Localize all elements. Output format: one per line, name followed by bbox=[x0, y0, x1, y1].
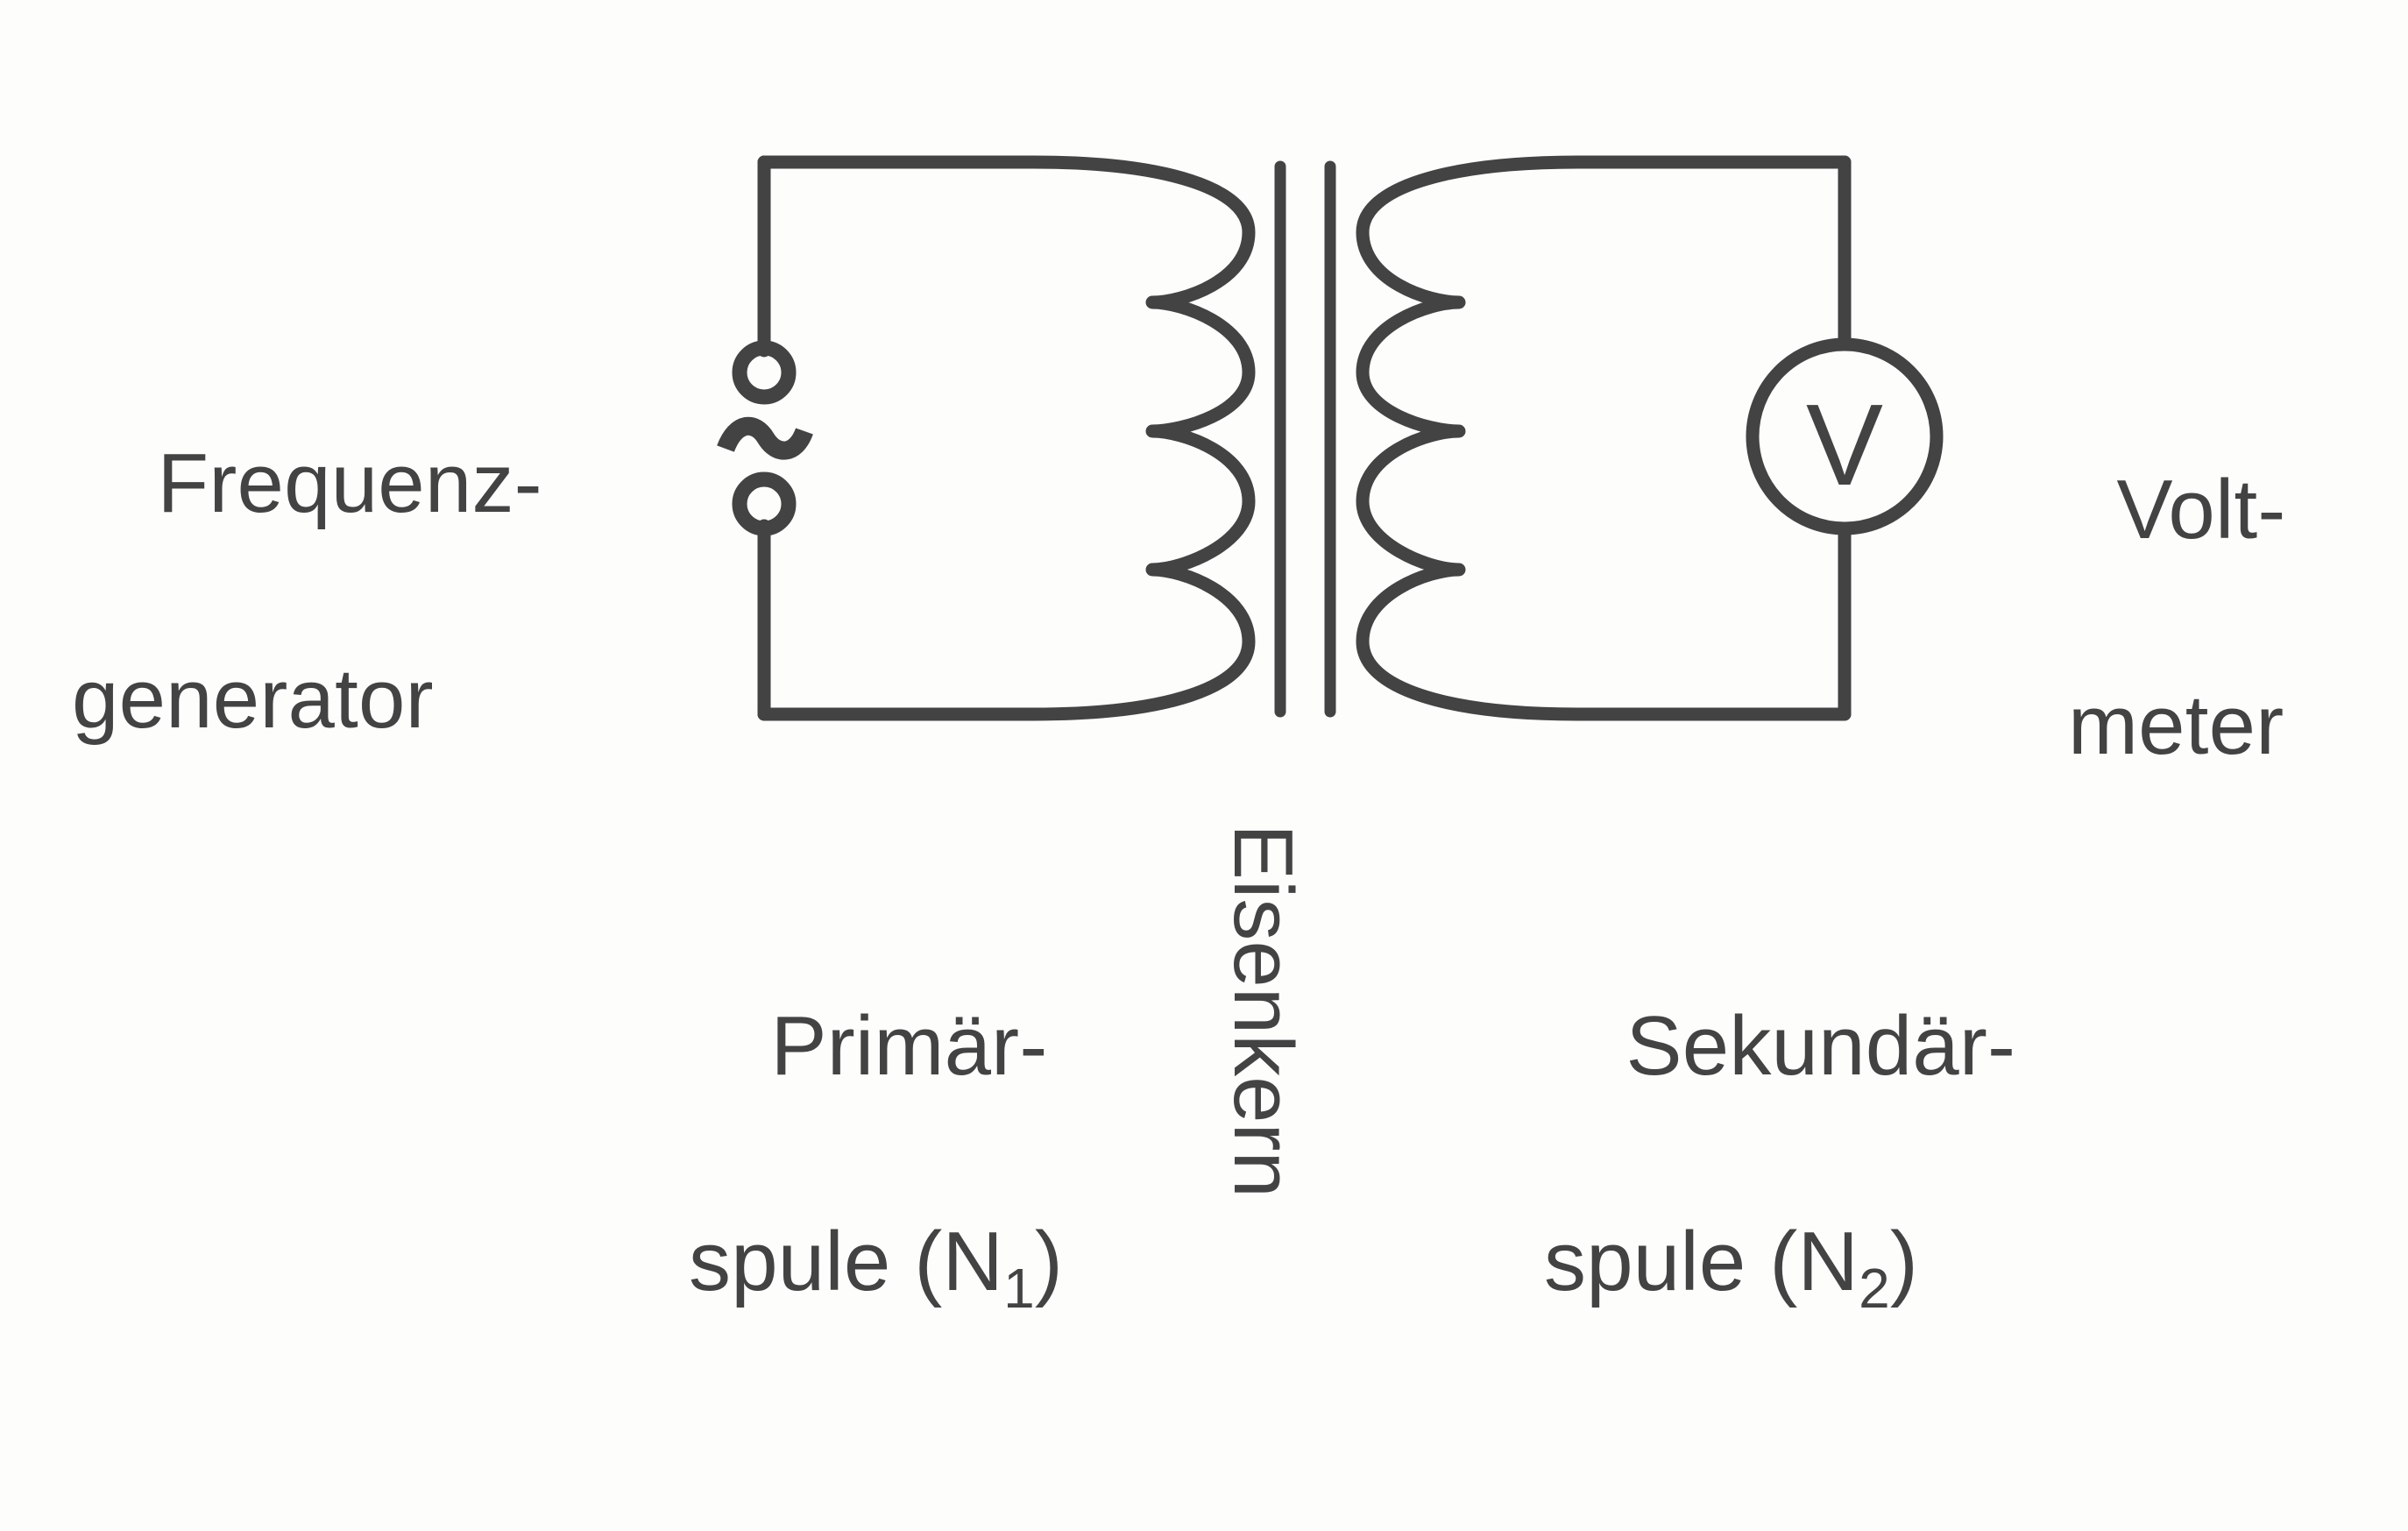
label-primary-coil: Primär- spule (N1) bbox=[676, 885, 1063, 1531]
secondary-coil bbox=[1356, 155, 1584, 721]
label-secondary-coil-line1: Sekundär- bbox=[1625, 998, 2016, 1093]
label-secondary-coil-line2-prefix: spule (N bbox=[1544, 1214, 1859, 1308]
transformer-circuit-svg: V bbox=[717, 155, 1944, 721]
label-secondary-coil-line2-suffix: ) bbox=[1889, 1214, 1919, 1308]
diagram-canvas: V Frequenz- generator Volt- meter Primär… bbox=[63, 155, 2286, 1316]
primary-coil bbox=[1027, 155, 1256, 721]
label-primary-coil-subscript: 1 bbox=[1003, 1256, 1035, 1320]
label-primary-coil-line1: Primär- bbox=[770, 998, 1048, 1093]
label-secondary-coil-line2: spule (N2) bbox=[1532, 1208, 2015, 1316]
voltmeter-circle bbox=[1746, 337, 1944, 535]
label-secondary-coil-subscript: 2 bbox=[1859, 1256, 1890, 1320]
label-primary-coil-line2: spule (N1) bbox=[676, 1208, 1063, 1316]
ac-source-tilde-icon bbox=[717, 416, 813, 460]
voltmeter-letter: V bbox=[1806, 380, 1883, 509]
label-frequency-generator-line2: generator bbox=[72, 651, 434, 746]
label-secondary-coil: Sekundär- spule (N2) bbox=[1532, 885, 2015, 1531]
label-voltmeter-line2: meter bbox=[2068, 677, 2284, 772]
label-voltmeter-line1: Volt- bbox=[2116, 462, 2286, 556]
label-frequency-generator-line1: Frequenz- bbox=[157, 436, 542, 530]
label-primary-coil-line2-prefix: spule (N bbox=[689, 1214, 1004, 1308]
label-frequency-generator: Frequenz- generator bbox=[63, 323, 542, 968]
label-iron-core-text: Eisenkern bbox=[1216, 824, 1310, 1198]
label-voltmeter: Volt- meter bbox=[2022, 349, 2286, 995]
label-primary-coil-line2-suffix: ) bbox=[1034, 1214, 1064, 1308]
ac-source-terminal-upper bbox=[732, 340, 797, 405]
ac-source-terminal-lower bbox=[732, 471, 797, 536]
